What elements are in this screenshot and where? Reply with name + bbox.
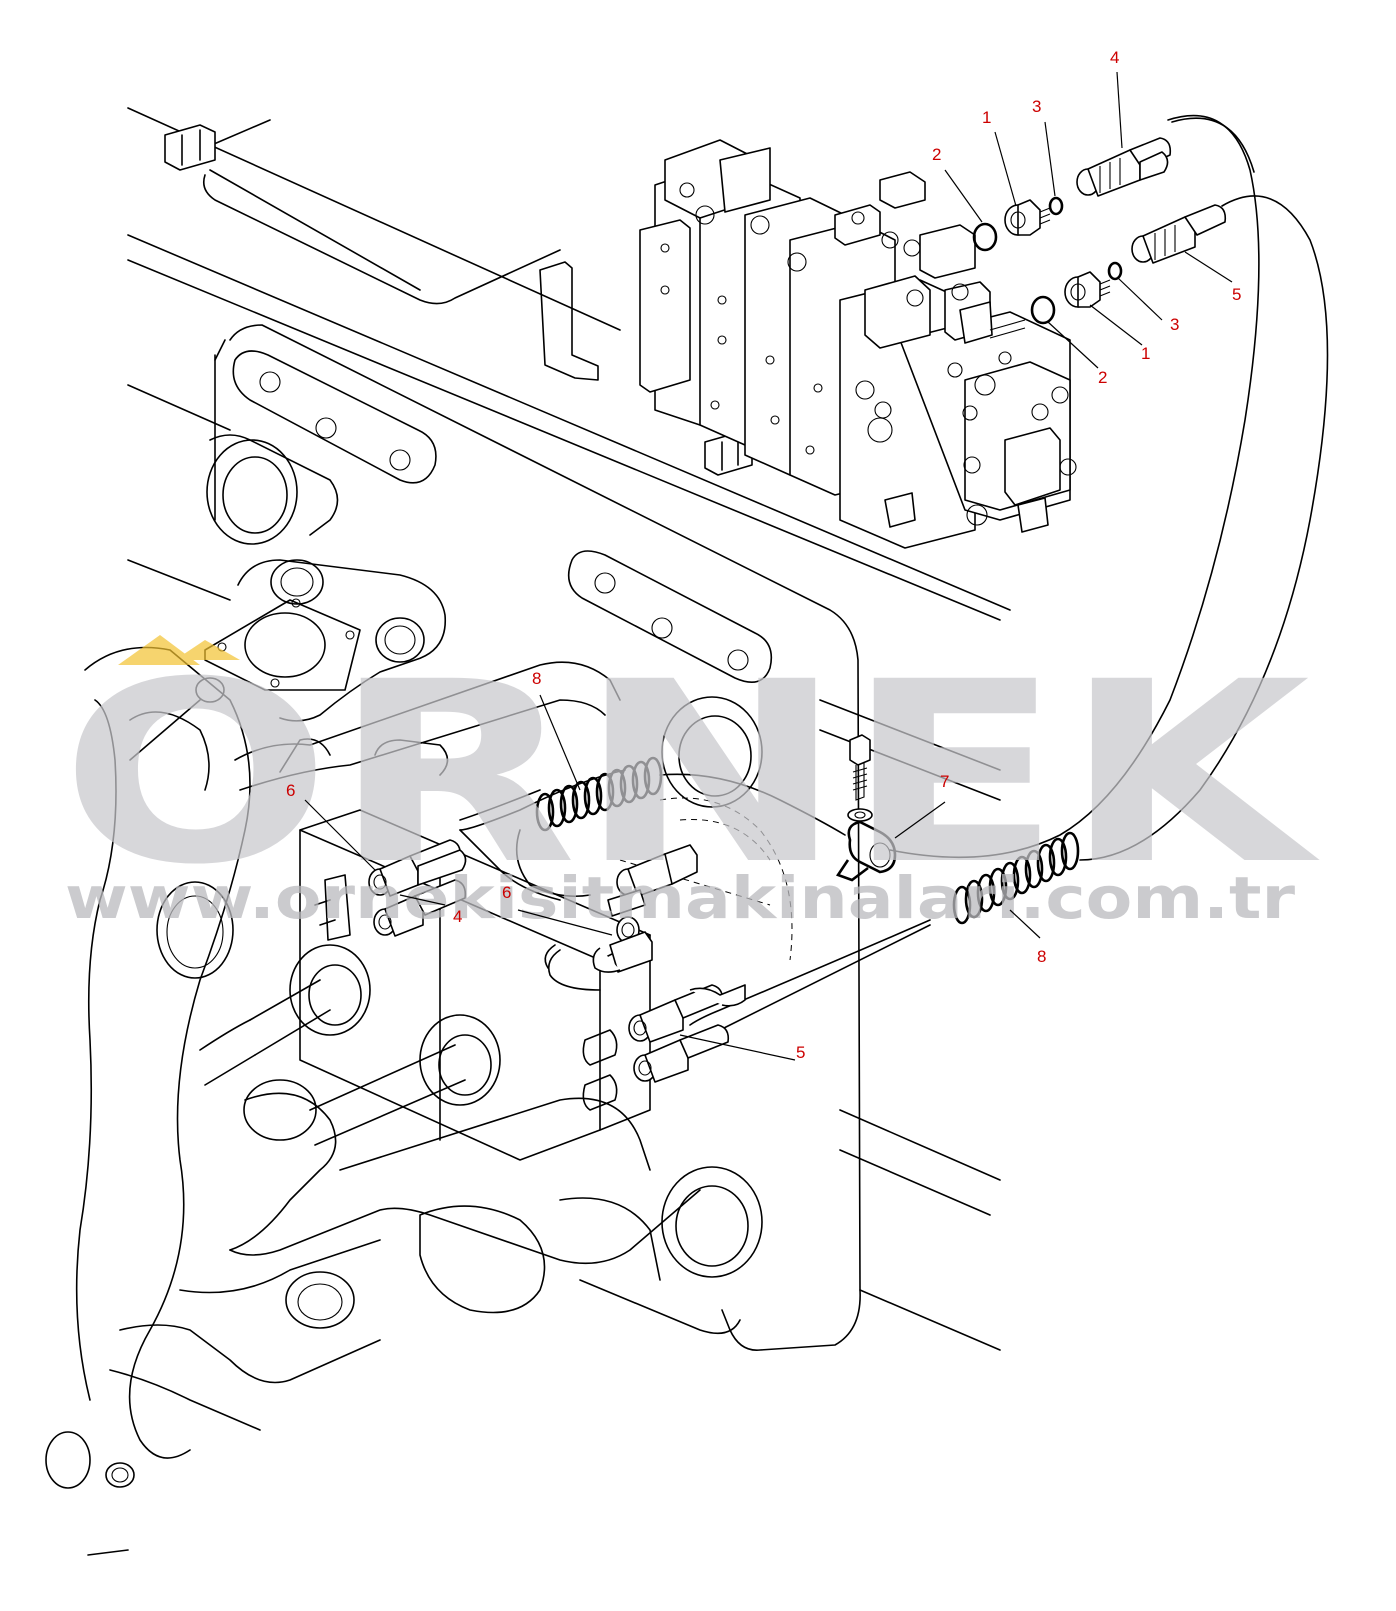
- coupling-6-left: [368, 839, 467, 897]
- chassis-frame: [87, 107, 1011, 1556]
- callout-4-upper: 4: [1110, 48, 1119, 67]
- lower-couplings: [314, 839, 746, 1083]
- hoses: [459, 114, 1329, 1031]
- coupling-5-lower: [633, 1024, 730, 1083]
- fittings-group: [972, 137, 1227, 325]
- callout-6-left: 6: [286, 781, 295, 800]
- clamp-7: [835, 734, 897, 882]
- hose-fitting-5: [1131, 204, 1227, 264]
- coupling-center: [607, 844, 698, 917]
- o-ring-3-upper: [1048, 196, 1064, 216]
- o-ring-2-lower: [1030, 295, 1056, 325]
- watermark: ORNEK www.ornekisitmakinalari.com.tr: [60, 628, 1321, 932]
- callout-1-upper: 1: [982, 108, 991, 127]
- o-ring-2-upper: [972, 222, 998, 252]
- callout-7: 7: [940, 772, 949, 791]
- control-valve: [639, 139, 1077, 549]
- spring-guard-lower: [952, 831, 1080, 925]
- callout-8-upper: 8: [532, 669, 541, 688]
- callout-6-center: 6: [502, 883, 511, 902]
- watermark-accent: [118, 635, 240, 665]
- hose-5: [1079, 195, 1329, 861]
- callout-5-upper: 5: [1232, 285, 1241, 304]
- callout-3-upper: 3: [1032, 97, 1041, 116]
- spring-guard-upper: [535, 756, 663, 832]
- callout-4-lower: 4: [453, 907, 462, 926]
- callout-2-upper: 2: [932, 145, 941, 164]
- coupling-4-left: [373, 879, 467, 937]
- front-frame-body: [45, 324, 861, 1489]
- watermark-brand: ORNEK: [60, 628, 1321, 919]
- callout-5-lower: 5: [796, 1043, 805, 1062]
- hose-fitting-4: [1076, 137, 1172, 197]
- adapter-1-lower: [1064, 271, 1111, 308]
- callout-3-lower: 3: [1170, 315, 1179, 334]
- adapter-1-upper: [1004, 199, 1051, 236]
- hose-4: [889, 114, 1260, 859]
- watermark-website: www.ornekisitmakinalari.com.tr: [65, 864, 1295, 932]
- coupling-6-center: [592, 916, 653, 973]
- loader-linkage: [75, 559, 793, 1459]
- callout-1-lower: 1: [1141, 344, 1150, 363]
- callout-2-lower: 2: [1098, 368, 1107, 387]
- leader-lines: [304, 71, 1233, 1061]
- callout-8-lower: 8: [1037, 947, 1046, 966]
- o-ring-3-lower: [1107, 261, 1123, 281]
- callout-labels: 1 3 4 2 5 3 1 2 8 7 6 4 6 8 5: [286, 48, 1241, 1062]
